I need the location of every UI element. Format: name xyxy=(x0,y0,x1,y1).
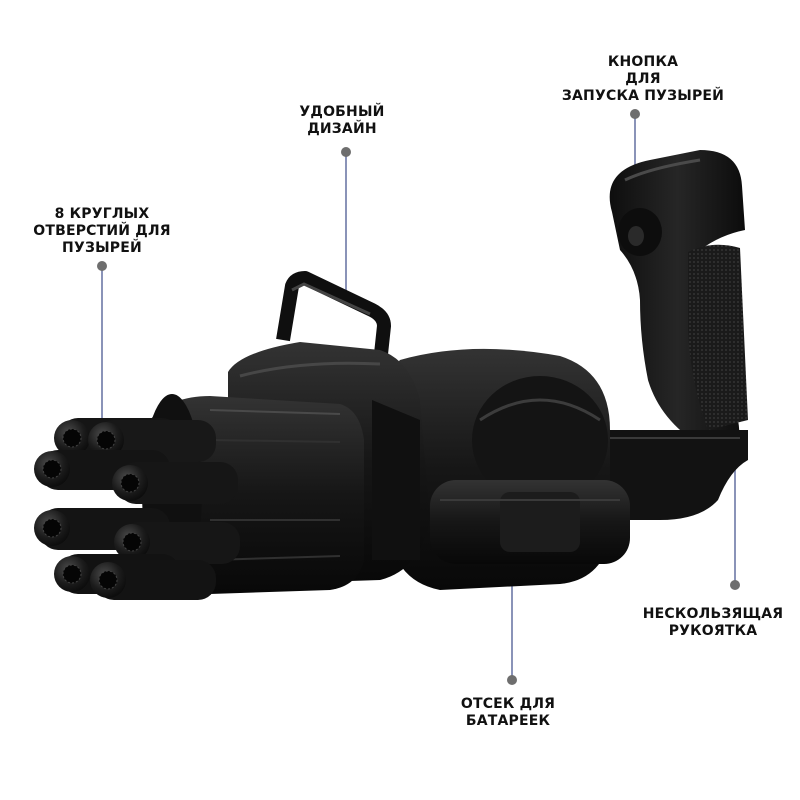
dot-button xyxy=(630,109,640,119)
label-holes: 8 КРУГЛЫХ ОТВЕРСТИЙ ДЛЯ ПУЗЫРЕЙ xyxy=(33,206,171,256)
dot-battery xyxy=(507,675,517,685)
barrel-4 xyxy=(112,462,238,504)
rear-rail xyxy=(600,430,748,520)
label-battery: ОТСЕК ДЛЯ БАТАРЕЕК xyxy=(460,696,556,729)
dot-design xyxy=(341,147,351,157)
battery-compartment xyxy=(430,480,630,564)
carry-handle xyxy=(276,271,391,383)
dot-grip xyxy=(730,580,740,590)
label-grip: НЕСКОЛЬЗЯЩАЯ РУКОЯТКА xyxy=(642,606,784,639)
grip-handle xyxy=(609,150,748,445)
barrels xyxy=(34,418,240,600)
leader-dots xyxy=(97,109,740,685)
label-design: УДОБНЫЙ ДИЗАЙН xyxy=(299,104,385,137)
dot-holes xyxy=(97,261,107,271)
label-button: КНОПКА ДЛЯ ЗАПУСКА ПУЗЫРЕЙ xyxy=(561,54,725,104)
barrel-8 xyxy=(90,560,216,600)
barrel-6 xyxy=(114,522,240,564)
